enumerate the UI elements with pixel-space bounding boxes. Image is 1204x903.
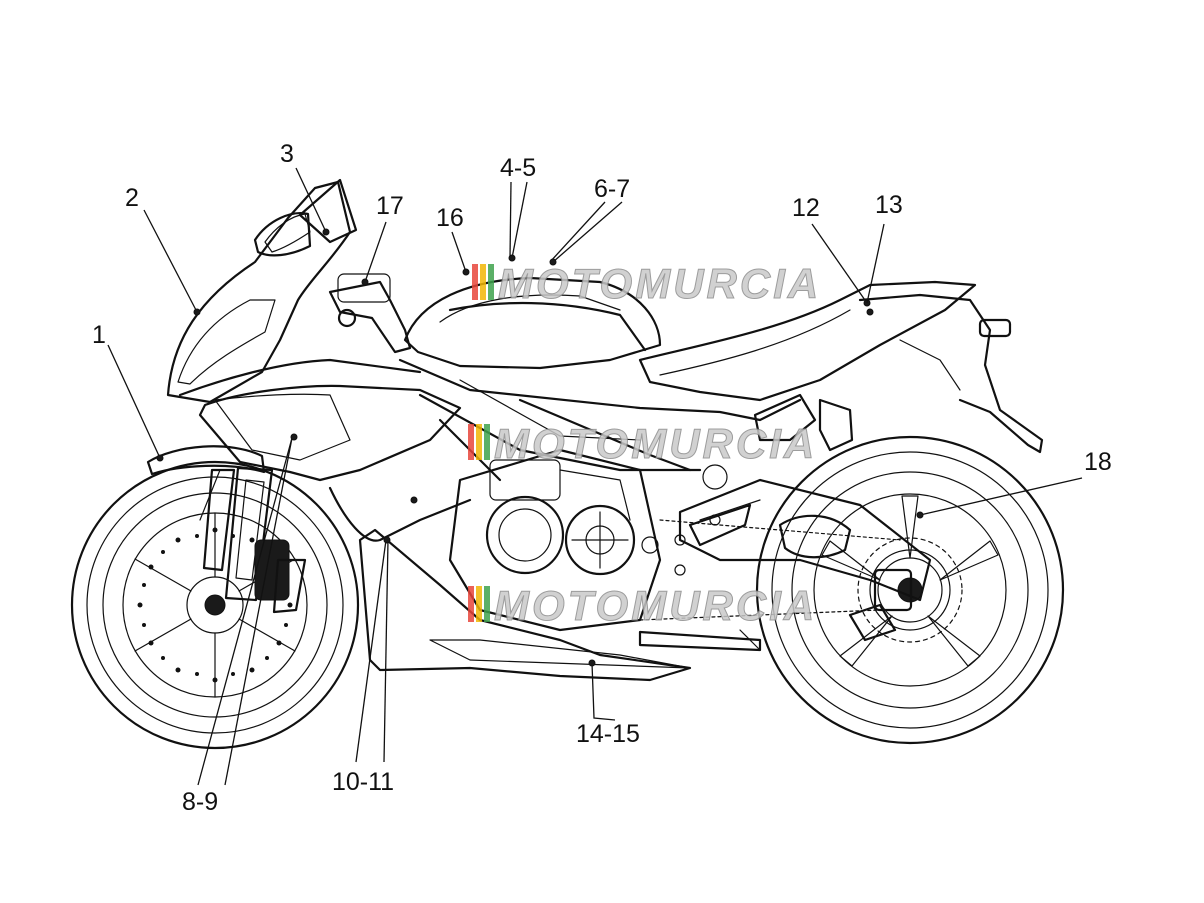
rear-sets: [638, 393, 854, 652]
watermark-stripe: [484, 424, 490, 460]
watermark-bottom: MOTOMURCIA: [468, 582, 817, 630]
fuel-tank: [403, 276, 662, 370]
callout-1: 1: [92, 321, 106, 349]
callout-8-9: 8-9: [182, 788, 218, 816]
rear-sprocket: [848, 549, 951, 642]
watermark-stripe: [468, 586, 474, 622]
front-caliper: [272, 558, 307, 614]
callout-3: 3: [280, 140, 294, 168]
watermark-middle: MOTOMURCIA: [468, 420, 817, 468]
brake-line: [199, 469, 221, 521]
callout-16: 16: [436, 204, 464, 232]
callout-2: 2: [125, 184, 139, 212]
watermark-text: MOTOMURCIA: [494, 420, 817, 467]
front-wheel: [70, 460, 360, 750]
callout-13: 13: [875, 191, 903, 219]
callout-17: 17: [376, 192, 404, 220]
callout-12: 12: [792, 194, 820, 222]
motorcycle-line-drawing: [70, 178, 1065, 750]
watermark-stripe: [484, 586, 490, 622]
callout-4-5: 4-5: [500, 154, 536, 182]
callout-6-7: 6-7: [594, 175, 630, 203]
watermark-stripe: [476, 586, 482, 622]
callout-18: 18: [1084, 448, 1112, 476]
engine: [448, 448, 728, 632]
handlebar: [328, 273, 412, 354]
watermark-stripe: [476, 424, 482, 460]
callout-labels: 1 2 3 4-5 6-7 17 16 12 13 18 14-15 10-11…: [92, 140, 1112, 816]
rear-wheel: [755, 435, 1065, 745]
watermark-stripe: [472, 264, 478, 300]
watermark-stripe: [468, 424, 474, 460]
seat-tail: [638, 280, 1044, 454]
leader-lines: [107, 167, 1083, 786]
windscreen: [253, 178, 358, 257]
watermark-top: MOTOMURCIA: [472, 260, 821, 308]
swingarm: [674, 478, 932, 612]
front-fairing: [166, 180, 462, 482]
watermark-text: MOTOMURCIA: [494, 582, 817, 629]
side-fairing: [328, 486, 692, 682]
watermark-stripe: [488, 264, 494, 300]
callout-10-11: 10-11: [332, 768, 394, 796]
watermark-stripe: [480, 264, 486, 300]
callout-14-15: 14-15: [576, 720, 640, 748]
drive-chain: [639, 519, 901, 621]
watermark-text: MOTOMURCIA: [498, 260, 821, 307]
